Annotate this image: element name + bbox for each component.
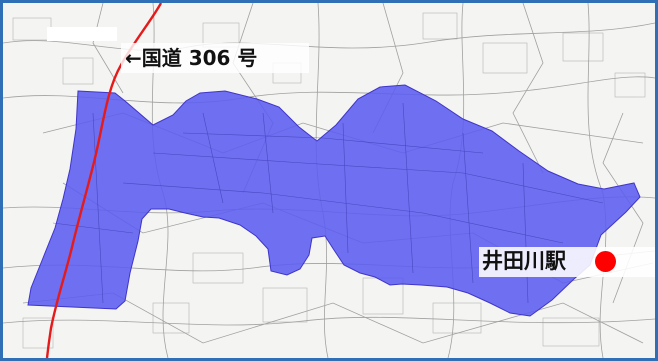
- station-label: 井田川駅: [482, 249, 566, 273]
- shaded-district-area[interactable]: [27, 84, 641, 317]
- station-marker-icon[interactable]: [595, 251, 616, 272]
- label-mask: [47, 27, 117, 41]
- station-label-background: [479, 247, 655, 277]
- road-label: ←国道 306 号: [125, 46, 258, 70]
- road-label-background: [121, 43, 309, 73]
- district-street-texture: [52, 102, 604, 304]
- base-map: [3, 3, 655, 358]
